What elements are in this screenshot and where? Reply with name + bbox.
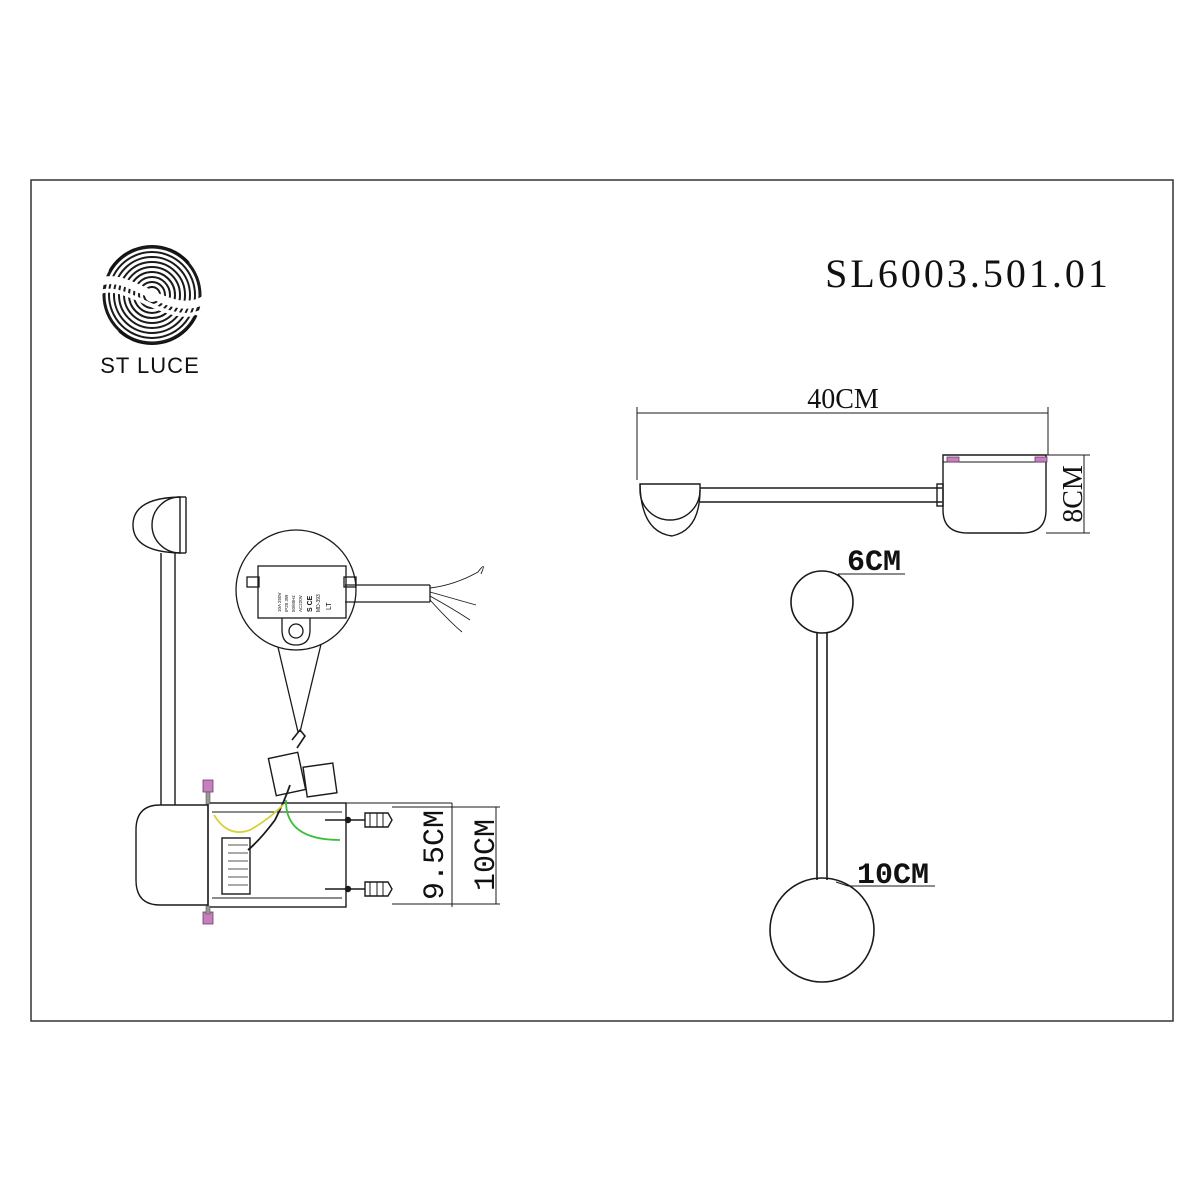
driver-label-line-4: AC220V [298,595,303,612]
front-view-drawing [769,570,935,983]
driver-label-line-7: 10A 250V [277,592,282,612]
top-view-drawing [636,407,1090,537]
brand-logo: ST LUCE [100,245,202,378]
driver-label-line-1: LT [326,602,333,610]
brand-name: ST LUCE [100,353,200,378]
spiral-s-logo-icon [102,245,202,345]
mounting-drawing [132,496,500,925]
driver-label: LT MD-393 S CE AC220V 50/60Hz IP20 3W 10… [277,592,333,612]
inner-height-label: 9.5CM [419,810,453,900]
large-sphere-label: 10CM [857,859,929,893]
height-dimension-label: 8CM [1058,465,1089,523]
driver-label-line-2: MD-393 [316,594,322,612]
driver-detail-callout [235,529,484,733]
drawing-frame [30,179,1174,1022]
width-dimension-label: 40CM [807,384,879,415]
small-sphere-label: 6CM [847,546,901,580]
driver-label-line-6: IP20 3W [284,594,289,612]
outer-height-label: 10CM [470,819,504,891]
driver-label-line-3: S CE [307,595,314,612]
model-number: SL6003.501.01 [825,251,1111,296]
driver-label-line-5: 50/60Hz [291,594,296,612]
